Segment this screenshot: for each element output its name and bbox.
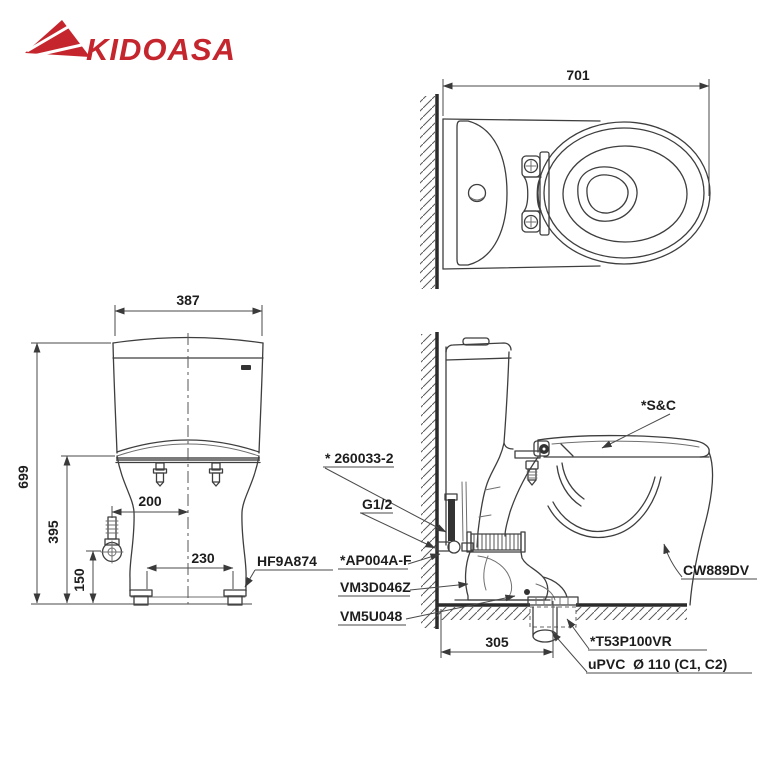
dim-bolt-spacing: 230 [146,550,234,589]
seat-rings-plan [537,121,711,265]
part-label: *T53P100VR [590,633,672,649]
logo-text: KIDOASA [86,32,236,67]
logo-swoosh-icon [25,20,90,59]
part-label: VM5U048 [340,608,402,624]
tank-side [445,337,514,548]
pedestal-front [31,333,260,606]
label-tank-gasket: VM3D046Z [338,579,469,597]
seat-cover-side [514,434,710,486]
floor-hatching [576,607,687,620]
label-drain-joint: *T53P100VR [566,618,707,651]
dim-outlet-offset: 305 [440,601,554,658]
part-label: *AP004A-F [340,552,412,568]
supply-hose-pipe [448,499,455,541]
trap-internals-side [454,531,579,643]
tank-lid-knob [462,337,490,346]
brand-logo: KIDOASA [25,20,236,67]
part-label: * 260033-2 [325,450,394,466]
floor-hatching [437,607,530,620]
dim-total-length: 701 [442,67,710,196]
part-label: uPVC Ø 110 (C1, C2) [588,656,727,672]
dim-387-value: 387 [176,292,200,308]
label-angle-valve: *AP004A-F [338,552,441,570]
tank-plan [456,120,508,266]
label-seat-cover: *S&C [601,397,676,449]
top-view: 701 [420,67,711,289]
dim-701-value: 701 [566,67,590,83]
dim-total-height: 699 [15,342,111,604]
floor-bolt-cap [129,589,153,597]
label-floor-flange: VM5U048 [338,594,516,626]
dim-200-value: 200 [138,493,162,509]
part-label: CW889DV [683,562,750,578]
dim-inlet-height: 150 [71,550,101,604]
side-view: 305 *S&C * 260033-2 G1/2 *AP004A-F VM3D0… [323,332,757,674]
dim-699-value: 699 [15,465,31,489]
seat-bolts-front [152,462,224,487]
dim-inlet-offset: 200 [111,493,189,518]
dim-rim-height: 395 [45,455,115,604]
flush-button [467,183,487,203]
dim-150-value: 150 [71,568,87,592]
supply-valve-front [100,516,124,564]
part-label: VM3D046Z [340,579,411,595]
label-drain-pipe: uPVC Ø 110 (C1, C2) [551,631,752,674]
hinge-screw-icon [523,158,539,174]
trap-body [464,551,549,601]
toilet-plan-outline [442,118,601,270]
dim-tank-width: 387 [114,292,263,336]
label-supply-hose: * 260033-2 [323,450,447,533]
part-label: G1/2 [362,496,393,512]
part-label: HF9A874 [257,553,317,569]
seat-mount-bar [514,450,541,459]
hinge-screw-icon [523,214,539,230]
wall-hatching [420,96,435,289]
dim-395-value: 395 [45,520,61,544]
wall-hatching [421,334,436,628]
floor-bolt-cap [223,589,247,597]
tank-side-button [241,365,251,370]
inlet-coil [470,533,522,551]
front-view: 387 699 395 150 200 230 HF9 [15,292,333,606]
label-thread-size: G1/2 [360,496,436,549]
label-bowl-model: CW889DV [663,543,757,580]
label-fixing-bolt: HF9A874 [244,553,333,588]
dim-230-value: 230 [191,550,215,566]
dim-305-value: 305 [485,634,509,650]
bowl-side [504,451,714,606]
bowl-water-outline [577,166,638,222]
part-label: *S&C [641,397,676,413]
